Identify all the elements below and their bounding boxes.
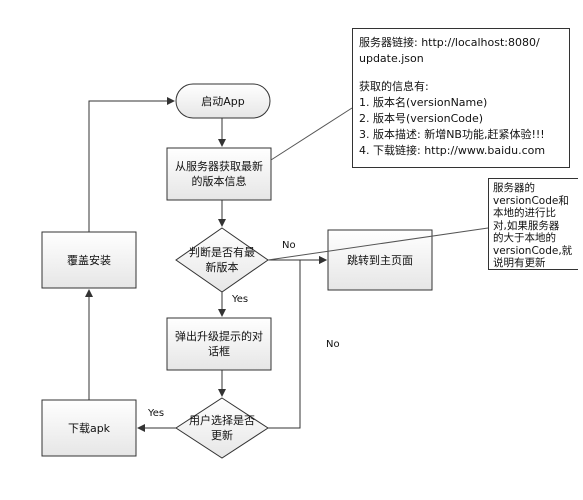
label-no-top: No: [282, 240, 296, 251]
note-server-line: update.json: [359, 52, 424, 65]
popup-label-line2: 话框: [208, 345, 230, 358]
download-process: [41, 399, 137, 457]
fetch-label-line2: 的版本信息: [191, 175, 247, 188]
user-decision-line2: 更新: [211, 429, 233, 442]
note-compare-line: 的大于本地的: [493, 232, 556, 244]
popup-process: [166, 317, 272, 371]
start-label: 启动App: [201, 94, 245, 108]
note-compare-line: versionCode和: [493, 194, 569, 207]
goto-home-label: 跳转到主页面: [347, 253, 413, 267]
note-compare-line: 对,如果服务器: [493, 219, 560, 232]
start-terminator: [175, 83, 271, 119]
download-label: 下载apk: [67, 421, 111, 435]
note-server-line: 4. 下载链接: http://www.baidu.com: [359, 144, 546, 157]
note-server-line: 服务器链接: http://localhost:8080/: [359, 36, 540, 49]
note-version-compare: 服务器的 versionCode和 本地的进行比 对,如果服务器 的大于本地的 …: [488, 178, 578, 270]
install-label: 覆盖安装: [67, 253, 111, 267]
user-decision: [175, 397, 269, 459]
arrow-install-start: [88, 97, 175, 232]
install-process: [41, 231, 137, 289]
note-server-info: 服务器链接: http://localhost:8080/ update.jso…: [352, 28, 570, 168]
note-server-line: [359, 67, 563, 79]
note-server-line: 2. 版本号(versionCode): [359, 112, 484, 125]
user-decision-line1: 用户选择是否: [189, 414, 255, 427]
version-decision-label: 判断是否有最 新版本: [176, 240, 268, 280]
note-compare-line: versionCode,就: [493, 244, 573, 257]
goto-home-process: [327, 229, 433, 291]
arrow-user-no-home: [268, 256, 327, 429]
note-compare-line: 服务器的: [493, 182, 535, 194]
note-compare-line: 本地的进行比: [493, 207, 556, 219]
fetch-label-line1: 从服务器获取最新: [175, 160, 263, 173]
label-yes-bottom: Yes: [148, 408, 165, 419]
note-compare-callout: [267, 227, 489, 261]
fetch-process: [166, 147, 272, 201]
note-server-line: 获取的信息有:: [359, 80, 429, 93]
popup-label: 弹出升级提示的对 话框: [167, 318, 271, 370]
popup-label-line1: 弹出升级提示的对: [175, 330, 263, 343]
version-decision-line1: 判断是否有最: [189, 246, 255, 259]
fetch-label: 从服务器获取最新 的版本信息: [167, 148, 271, 200]
note-server-line: 1. 版本名(versionName): [359, 96, 488, 109]
user-decision-label: 用户选择是否 更新: [176, 410, 268, 446]
label-no-side: No: [326, 339, 340, 350]
note-compare-line: 说明有更新: [493, 257, 546, 269]
label-yes-mid: Yes: [232, 294, 249, 305]
note-server-callout: [270, 107, 353, 161]
note-server-line: 3. 版本描述: 新增NB功能,赶紧体验!!!: [359, 128, 545, 141]
version-decision-line2: 新版本: [205, 261, 239, 274]
